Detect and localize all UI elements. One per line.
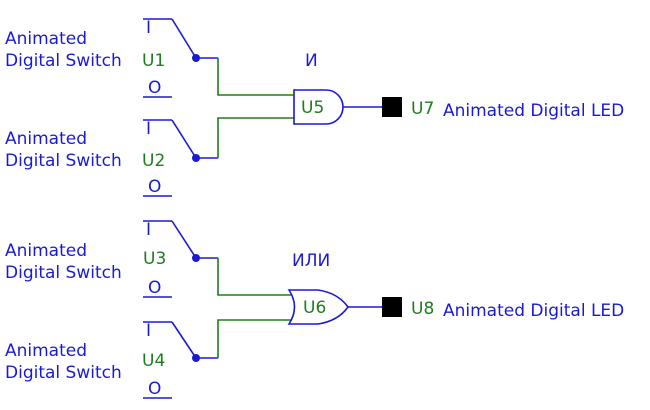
switch-u2-on-mark: I	[146, 119, 151, 139]
switch-u4-label-line1: Animated	[5, 341, 87, 361]
switch-u1[interactable]: Animated Digital Switch U1 I O	[5, 18, 218, 98]
switch-u3[interactable]: Animated Digital Switch U3 I O	[5, 220, 218, 298]
led-u7[interactable]: U7 Animated Digital LED	[382, 97, 624, 121]
switch-u3-off-mark: O	[148, 278, 161, 298]
switch-u1-label-line2: Digital Switch	[5, 51, 122, 71]
gate-u6-ref: U6	[303, 298, 326, 318]
switch-u1-ref: U1	[142, 51, 165, 71]
switch-u1-on-mark: I	[146, 18, 151, 38]
wire-u3-to-u6	[217, 258, 294, 296]
switch-u1-off-mark: O	[148, 78, 161, 98]
or-gate-u6[interactable]: ИЛИ U6	[287, 251, 382, 325]
switch-u1-label-line1: Animated	[5, 29, 87, 49]
led-u8-label: Animated Digital LED	[443, 301, 624, 321]
switch-u4-on-mark: I	[146, 321, 151, 341]
switch-u2-off-mark: O	[148, 177, 161, 197]
wire-u4-to-u6	[217, 319, 294, 358]
switch-u2-label-line2: Digital Switch	[5, 151, 122, 171]
switch-u3-label-line1: Animated	[5, 241, 87, 261]
led-u7-label: Animated Digital LED	[443, 101, 624, 121]
switch-u4-ref: U4	[142, 351, 165, 371]
switch-u4[interactable]: Animated Digital Switch U4 I O	[5, 321, 218, 399]
led-u7-body	[382, 97, 402, 117]
switch-u2[interactable]: Animated Digital Switch U2 I O	[5, 119, 218, 197]
and-gate-u5[interactable]: И U5	[293, 51, 382, 125]
gate-u6-body	[287, 289, 349, 325]
gate-u5-body	[293, 89, 344, 125]
switch-u1-lever	[171, 18, 197, 59]
switch-u3-label-line2: Digital Switch	[5, 263, 122, 283]
led-u8-ref: U8	[411, 299, 434, 319]
switch-u3-lever	[171, 220, 197, 259]
gate-u6-caption: ИЛИ	[292, 251, 330, 271]
switch-u3-ref: U3	[143, 249, 166, 269]
wire-u1-to-u5	[217, 58, 294, 96]
switch-u4-lever	[171, 321, 197, 359]
switch-u3-on-mark: I	[146, 220, 151, 240]
led-u8[interactable]: U8 Animated Digital LED	[382, 297, 624, 321]
switch-u2-label-line1: Animated	[5, 129, 87, 149]
switch-u4-label-line2: Digital Switch	[5, 363, 122, 383]
gate-u5-caption: И	[305, 51, 318, 71]
switch-u4-off-mark: O	[148, 379, 161, 399]
gate-u5-ref: U5	[301, 98, 324, 118]
led-u7-ref: U7	[411, 99, 434, 119]
led-u8-body	[382, 297, 402, 317]
wire-u2-to-u5	[217, 117, 294, 158]
switch-u2-ref: U2	[142, 151, 165, 171]
switch-u2-lever	[171, 119, 197, 159]
